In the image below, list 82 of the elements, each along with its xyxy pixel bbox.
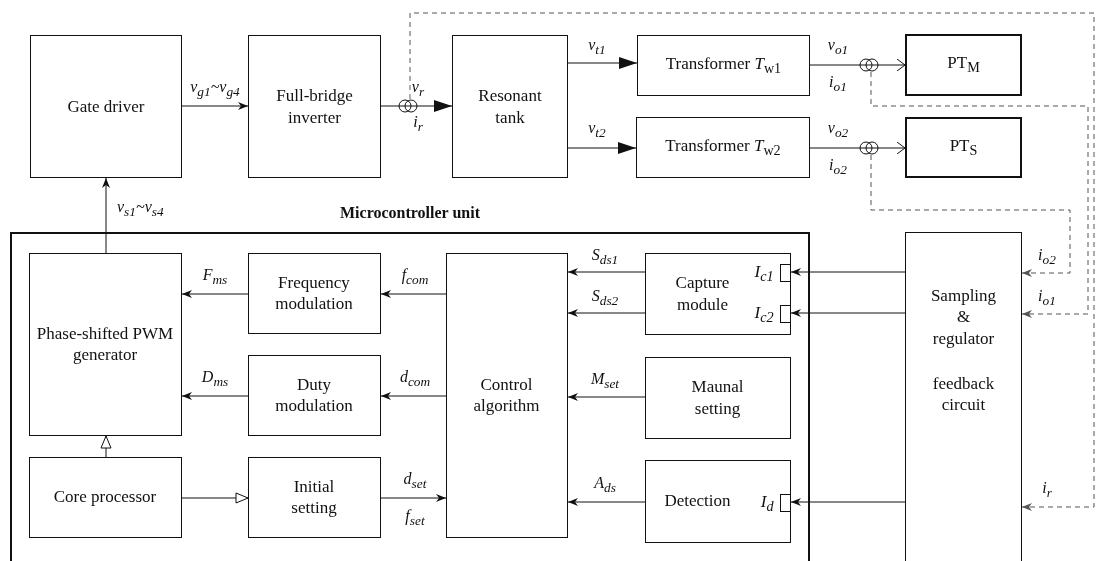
edge-label: i$_{r}$ bbox=[1041, 480, 1053, 500]
arrow bbox=[181, 290, 249, 298]
edge-label: D$_{ms}$ bbox=[200, 369, 230, 389]
arrow bbox=[790, 309, 906, 317]
block-label: PT$_{M}$ bbox=[947, 52, 980, 78]
arrow bbox=[809, 141, 906, 155]
arrow bbox=[809, 58, 906, 72]
block-label: Initial setting bbox=[290, 475, 338, 519]
arrow bbox=[567, 142, 637, 154]
process-block bbox=[28, 252, 182, 436]
process-block bbox=[905, 34, 1022, 96]
port-label: I$_{d}$ bbox=[760, 492, 774, 513]
signal-label: i$_{o2}$ bbox=[828, 157, 848, 177]
arrow bbox=[100, 435, 112, 458]
process-block bbox=[30, 35, 182, 178]
block-label: Phase-shifted PWM generator bbox=[35, 322, 175, 366]
arrow bbox=[790, 268, 906, 276]
arrow bbox=[102, 177, 110, 254]
signal-label: f$_{set}$ bbox=[404, 508, 426, 528]
arrow bbox=[790, 498, 906, 506]
edge-label: d$_{set}$ bbox=[402, 471, 428, 491]
block-label: Transformer T$_{w1}$ bbox=[665, 52, 782, 79]
signal-label: i$_{r}$ bbox=[412, 114, 424, 134]
block-label: Gate driver bbox=[67, 95, 145, 118]
arrow bbox=[380, 290, 447, 298]
feedback-block bbox=[905, 232, 1022, 561]
process-block bbox=[905, 117, 1022, 178]
block-label: Frequency modulation bbox=[274, 271, 354, 315]
edge-label: A$_{ds}$ bbox=[593, 475, 617, 495]
arrow bbox=[380, 392, 447, 400]
process-block bbox=[644, 356, 791, 439]
process-block bbox=[247, 252, 381, 334]
process-block bbox=[247, 354, 381, 436]
process-block bbox=[636, 117, 810, 178]
block-label: Transformer T$_{w2}$ bbox=[665, 134, 781, 161]
arrow bbox=[380, 494, 447, 502]
block-label: Core processor bbox=[53, 486, 157, 508]
block-label: Control algorithm bbox=[472, 373, 541, 417]
edge-label: M$_{set}$ bbox=[589, 371, 621, 391]
process-block bbox=[445, 252, 568, 538]
port-label: I$_{c1}$ bbox=[754, 262, 774, 283]
arrow bbox=[567, 309, 646, 317]
block-label: Sampling & regulator bbox=[929, 285, 998, 349]
arrow bbox=[181, 392, 249, 400]
signal-label: i$_{o1}$ bbox=[828, 74, 848, 94]
edge-label: S$_{ds1}$ bbox=[590, 247, 620, 267]
process-block bbox=[637, 35, 810, 96]
group-title: Microcontroller unit bbox=[340, 204, 480, 222]
arrow bbox=[870, 71, 1089, 318]
block-label: Capture module bbox=[674, 272, 731, 315]
arrow bbox=[870, 154, 1071, 277]
block-label: Maunal setting bbox=[690, 376, 745, 419]
edge-label: F$_{ms}$ bbox=[201, 267, 229, 287]
current-sensor-symbol bbox=[859, 141, 879, 155]
process-block bbox=[644, 252, 791, 335]
block-label: feedback circuit bbox=[931, 372, 996, 416]
block-label: Resonant tank bbox=[477, 85, 543, 128]
edge-label: f$_{com}$ bbox=[400, 267, 430, 287]
current-sensor-symbol bbox=[398, 99, 418, 113]
block-label: PT$_{S}$ bbox=[949, 134, 978, 161]
block-label: Duty modulation bbox=[274, 373, 354, 417]
port-label: I$_{c2}$ bbox=[754, 303, 774, 324]
edge-label: i$_{o1}$ bbox=[1037, 288, 1057, 308]
process-block bbox=[644, 459, 791, 543]
arrow bbox=[567, 57, 638, 69]
block-label: Detection bbox=[664, 490, 731, 512]
process-block bbox=[247, 456, 381, 538]
arrow bbox=[567, 393, 646, 401]
block-label: Full-bridge inverter bbox=[275, 85, 354, 128]
process-block bbox=[248, 35, 381, 178]
current-sensor-symbol bbox=[859, 58, 879, 72]
arrow bbox=[567, 268, 646, 276]
arrow bbox=[181, 492, 249, 504]
arrow bbox=[181, 102, 249, 110]
process-block bbox=[28, 456, 182, 538]
arrow bbox=[380, 100, 453, 112]
edge-label: i$_{o2}$ bbox=[1037, 247, 1057, 267]
arrow bbox=[409, 12, 1095, 511]
edge-label: S$_{ds2}$ bbox=[590, 288, 620, 308]
edge-label: d$_{com}$ bbox=[398, 369, 432, 389]
arrow bbox=[567, 498, 646, 506]
process-block bbox=[452, 35, 568, 178]
